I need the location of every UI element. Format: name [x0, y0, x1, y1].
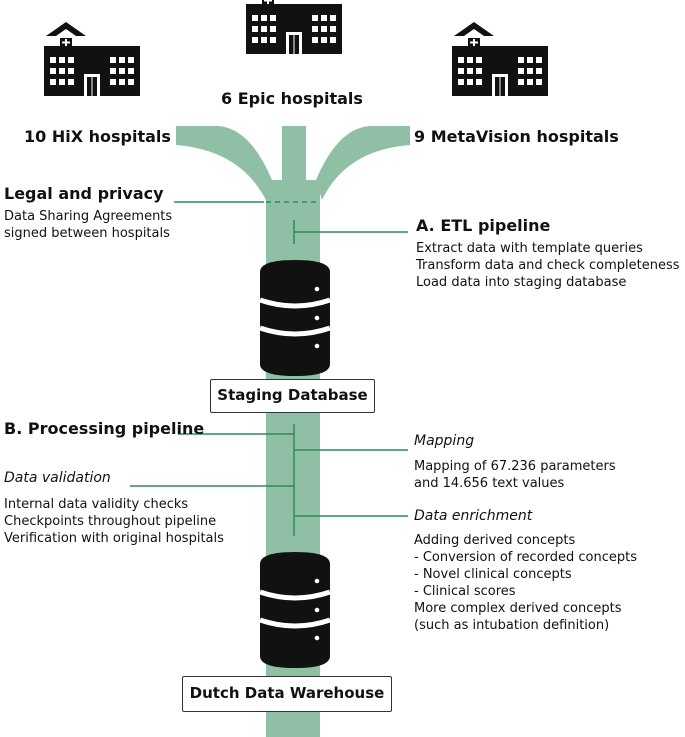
mapping-title: Mapping: [414, 433, 475, 449]
hix-hospitals-label: 10 HiX hospitals: [24, 127, 171, 146]
etl-pipeline-text: Extract data with template queries Trans…: [416, 241, 680, 290]
data-enrichment-text: Adding derived concepts - Conversion of …: [414, 533, 638, 633]
processing-pipeline-title: B. Processing pipeline: [4, 419, 205, 438]
hospital-icon-metavision: [452, 22, 548, 96]
epic-hospitals-label: 6 Epic hospitals: [221, 89, 363, 108]
mapping-text: Mapping of 67.236 parameters and 14.656 …: [414, 459, 616, 491]
hospital-icon-epic: [246, 0, 342, 54]
staging-database-label: Staging Database: [210, 379, 375, 413]
connector-lines: [130, 201, 408, 536]
hospital-icon-hix: [44, 22, 140, 96]
data-validation-text: Internal data validity checks Checkpoint…: [4, 497, 224, 546]
staging-database-icon: [260, 260, 330, 376]
metavision-hospitals-label: 9 MetaVision hospitals: [414, 127, 619, 146]
legal-privacy-text: Data Sharing Agreements signed between h…: [4, 209, 173, 241]
data-enrichment-title: Data enrichment: [414, 508, 533, 524]
warehouse-label: Dutch Data Warehouse: [182, 676, 392, 712]
warehouse-database-icon: [260, 552, 330, 668]
legal-privacy-title: Legal and privacy: [4, 184, 164, 203]
etl-pipeline-title: A. ETL pipeline: [416, 216, 551, 235]
data-validation-title: Data validation: [4, 470, 111, 486]
